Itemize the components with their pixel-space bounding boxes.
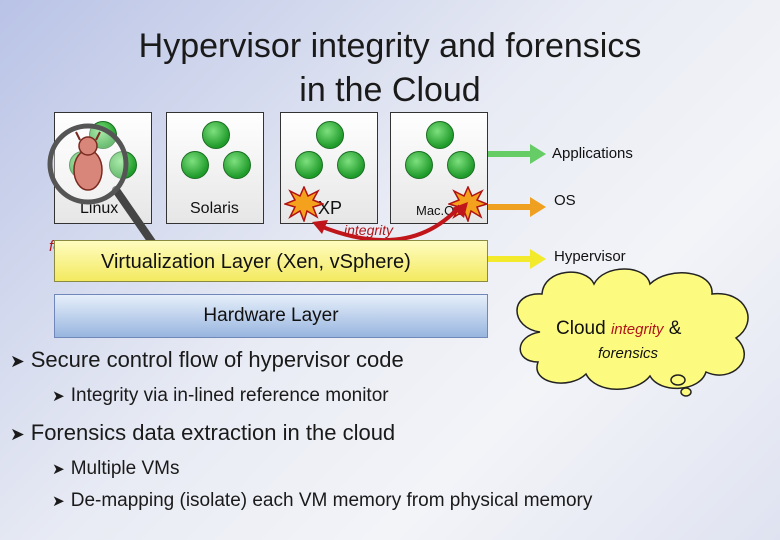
bullet-arrow-icon: ➤ xyxy=(52,388,65,405)
hypervisor-arrow xyxy=(488,256,532,262)
title-line-1: Hypervisor integrity and forensics xyxy=(138,27,642,65)
bullet-arrow-icon: ➤ xyxy=(52,461,65,478)
thought-cloud-icon xyxy=(516,268,749,397)
os-arrow xyxy=(488,204,532,210)
applications-arrow-head xyxy=(530,144,546,164)
legend-os: OS xyxy=(554,192,576,209)
hypervisor-arrow-head xyxy=(530,249,546,269)
vm-box-xp xyxy=(280,112,378,224)
bullet-arrow-icon: ➤ xyxy=(10,424,25,444)
os-label-xp: XP xyxy=(318,198,343,218)
virtualization-layer-bar: Virtualization Layer (Xen, vSphere) xyxy=(54,240,488,282)
bullet-arrow-icon: ➤ xyxy=(52,493,65,510)
cloud-forensics: forensics xyxy=(598,345,659,362)
hardware-layer-label: Hardware Layer xyxy=(203,305,339,326)
application-dot xyxy=(316,121,344,149)
os-arrow-head xyxy=(530,197,546,217)
applications-arrow xyxy=(488,151,532,157)
application-dot xyxy=(426,121,454,149)
integrity-arrow-icon xyxy=(312,202,468,243)
magnifying-glass-icon xyxy=(47,123,156,246)
bullet-item: ➤Secure control flow of hypervisor code xyxy=(10,347,404,372)
cloud-heading: Cloud integrity & xyxy=(556,318,681,340)
application-dot xyxy=(405,151,433,179)
virtualization-layer-label: Virtualization Layer (Xen, vSphere) xyxy=(101,251,411,273)
application-dot xyxy=(447,151,475,179)
bullet-arrow-icon: ➤ xyxy=(10,351,25,371)
cloud-word-cloud: Cloud xyxy=(556,318,606,339)
application-dot xyxy=(295,151,323,179)
integrity-annotation: integrity xyxy=(344,222,394,238)
application-dot xyxy=(337,151,365,179)
cloud-word-ampersand: & xyxy=(668,318,682,339)
cloud-word-integrity: integrity xyxy=(610,321,664,338)
hardware-layer-bar: Hardware Layer xyxy=(54,294,488,338)
vm-box-solaris xyxy=(166,112,264,224)
sub-bullet-item: ➤De-mapping (isolate) each VM memory fro… xyxy=(52,490,593,511)
sub-bullet-item: ➤Multiple VMs xyxy=(52,458,180,479)
legend-hypervisor: Hypervisor xyxy=(554,248,626,265)
application-dot xyxy=(202,121,230,149)
legend-applications: Applications xyxy=(552,145,633,162)
application-dot xyxy=(223,151,251,179)
title-line-2: in the Cloud xyxy=(299,71,481,109)
bullet-item: ➤Forensics data extraction in the cloud xyxy=(10,420,396,445)
sub-bullet-item: ➤Integrity via in-lined reference monito… xyxy=(52,385,389,406)
burst-icon xyxy=(284,186,324,222)
os-label-solaris: Solaris xyxy=(190,200,239,217)
application-dot xyxy=(181,151,209,179)
